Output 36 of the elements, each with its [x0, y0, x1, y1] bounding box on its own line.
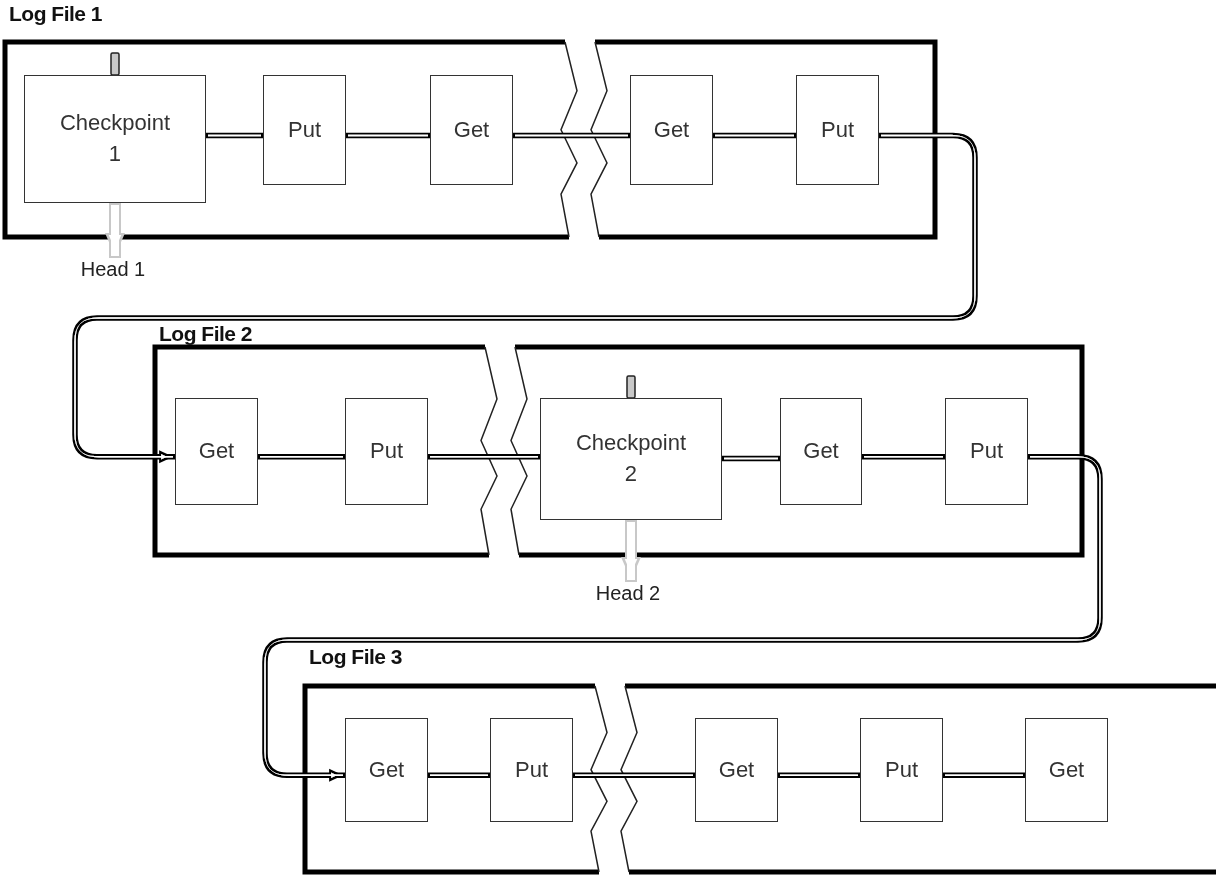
double-line-connector — [428, 772, 490, 778]
double-line-connector — [258, 454, 345, 460]
log-record-box: Put — [345, 398, 428, 505]
head-label: Head 1 — [68, 258, 158, 284]
double-line-connector — [346, 132, 430, 139]
band-heading: Log File 3 — [309, 645, 402, 669]
log-record-box: Get — [695, 718, 778, 822]
log-record-box: Get — [630, 75, 713, 185]
pointer-arrow — [621, 520, 641, 582]
band-heading: Log File 2 — [159, 322, 252, 346]
log-record-box: Checkpoint 2 — [540, 398, 722, 520]
double-line-connector — [778, 772, 860, 778]
connector-arrow — [72, 132, 978, 464]
double-line-connector — [513, 132, 630, 139]
connector-arrow — [262, 454, 1103, 782]
log-record-box: Get — [175, 398, 258, 505]
log-record-box: Get — [345, 718, 428, 822]
log-record-box: Get — [780, 398, 862, 505]
band-heading: Log File 1 — [9, 2, 102, 26]
double-line-connector — [862, 454, 945, 460]
log-record-box: Put — [490, 718, 573, 822]
double-line-connector — [573, 772, 695, 778]
double-line-connector — [713, 132, 796, 139]
log-record-box: Put — [860, 718, 943, 822]
head-label: Head 2 — [583, 582, 673, 608]
pointer-arrow — [105, 203, 125, 258]
log-record-box: Get — [430, 75, 513, 185]
log-record-box: Put — [263, 75, 346, 185]
log-record-box: Put — [945, 398, 1028, 505]
double-line-connector — [722, 455, 780, 462]
double-line-connector — [943, 772, 1025, 778]
double-line-connector — [428, 454, 540, 460]
log-record-box: Put — [796, 75, 879, 185]
double-line-connector — [206, 132, 263, 139]
log-record-box: Get — [1025, 718, 1108, 822]
log-record-box: Checkpoint 1 — [24, 75, 206, 203]
